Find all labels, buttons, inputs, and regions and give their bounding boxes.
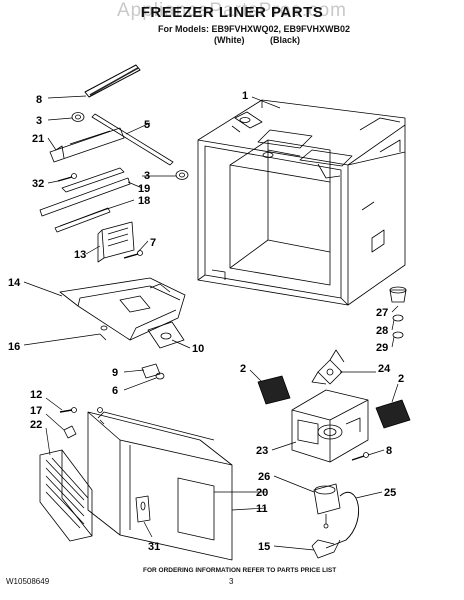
callout-3b: 3 bbox=[144, 170, 150, 182]
callout-3: 3 bbox=[36, 115, 42, 127]
variant-black: (Black) bbox=[270, 35, 301, 45]
document-number: W10508649 bbox=[6, 577, 50, 586]
callout-24: 24 bbox=[378, 363, 391, 375]
freezer-liner-drawing bbox=[197, 99, 406, 306]
callout-10: 10 bbox=[192, 343, 204, 355]
callout-31: 31 bbox=[148, 541, 160, 553]
air-duct-drawing bbox=[39, 363, 233, 561]
watermark: AppliancePartsPros.com bbox=[116, 0, 348, 21]
callout-12: 12 bbox=[30, 389, 42, 401]
callout-20: 20 bbox=[256, 487, 268, 499]
callout-18: 18 bbox=[138, 195, 150, 207]
leader-lines bbox=[23, 95, 399, 551]
callout-2: 2 bbox=[240, 363, 246, 375]
callout-22: 22 bbox=[30, 419, 42, 431]
page-number: 3 bbox=[229, 577, 234, 586]
callout-28: 28 bbox=[376, 325, 388, 337]
callout-15: 15 bbox=[258, 541, 270, 553]
callout-26: 26 bbox=[258, 471, 270, 483]
callout-8: 8 bbox=[36, 94, 42, 106]
callout-8b: 8 bbox=[386, 445, 392, 457]
callout-9: 9 bbox=[112, 367, 118, 379]
callout-17: 17 bbox=[30, 405, 42, 417]
callout-1: 1 bbox=[242, 90, 248, 102]
models-line: For Models: EB9FVHXWQ02, EB9FVHXWB02 bbox=[158, 24, 351, 34]
callout-16: 16 bbox=[8, 341, 20, 353]
callout-29: 29 bbox=[376, 342, 388, 354]
callout-7: 7 bbox=[150, 237, 156, 249]
callout-27: 27 bbox=[376, 307, 388, 319]
callout-labels: 1 8 3 5 21 32 3 19 18 7 13 14 16 10 9 6 … bbox=[8, 90, 404, 553]
callout-23: 23 bbox=[256, 445, 268, 457]
variant-white: (White) bbox=[214, 35, 245, 45]
callout-5: 5 bbox=[144, 119, 150, 131]
callout-2b: 2 bbox=[398, 373, 404, 385]
rail-parts-drawing bbox=[39, 64, 189, 263]
callout-6: 6 bbox=[112, 385, 118, 397]
page-title: FREEZER LINER PARTS bbox=[140, 4, 324, 21]
callout-19: 19 bbox=[138, 183, 150, 195]
callout-14: 14 bbox=[8, 277, 21, 289]
evap-tray-drawing bbox=[59, 277, 186, 349]
callout-13: 13 bbox=[74, 249, 86, 261]
callout-21: 21 bbox=[32, 133, 44, 145]
callout-32: 32 bbox=[32, 178, 44, 190]
callout-11: 11 bbox=[256, 503, 268, 515]
fan-motor-drawing bbox=[257, 286, 411, 559]
callout-25: 25 bbox=[384, 487, 396, 499]
ordering-note: FOR ORDERING INFORMATION REFER TO PARTS … bbox=[143, 567, 337, 574]
